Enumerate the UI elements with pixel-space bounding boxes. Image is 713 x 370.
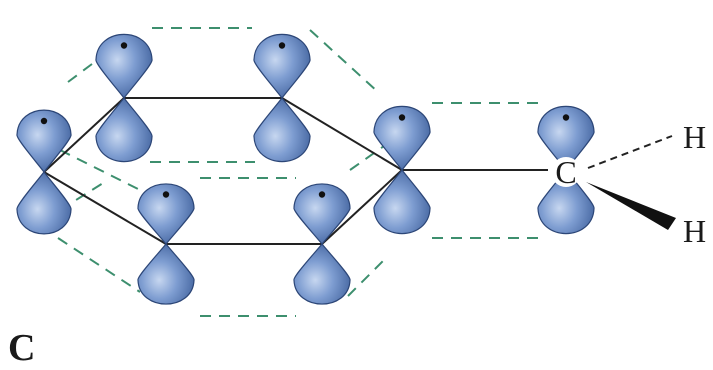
electron-dot: [398, 114, 406, 121]
electron-dot: [162, 191, 170, 198]
lower-orbital-lobe: [293, 243, 351, 305]
electron-dot: [40, 117, 48, 125]
carbon-atom-background: [551, 157, 581, 187]
hydrogen-top-label: H: [683, 119, 706, 155]
overlap-dash: [349, 145, 385, 171]
electron-dot: [562, 114, 570, 121]
p-orbital: [137, 183, 195, 305]
lower-orbital-lobe: [373, 169, 431, 235]
p-orbital: [537, 105, 595, 235]
lower-orbital-lobe: [95, 97, 153, 163]
dashed-ch-bond: [587, 135, 673, 169]
p-orbital: [373, 105, 431, 235]
upper-orbital-lobe: [137, 183, 195, 245]
ring-bond: [43, 171, 167, 245]
hydrogen-bottom-label: H: [683, 213, 706, 249]
upper-orbital-lobe: [95, 33, 153, 99]
wedge-ch-bond: [586, 182, 676, 230]
methylene-hydrogens: C H H: [551, 119, 706, 249]
lower-orbital-lobe: [137, 243, 195, 305]
overlap-dash: [67, 54, 105, 83]
upper-orbital-lobe: [293, 183, 351, 245]
lower-orbital-lobe: [16, 171, 72, 235]
upper-orbital-lobe: [373, 105, 431, 171]
p-orbitals: [16, 33, 595, 305]
overlap-dash: [309, 29, 379, 93]
electron-dot: [318, 191, 326, 198]
p-orbital: [293, 183, 351, 305]
sigma-bonds: [43, 97, 548, 245]
ring-bond: [43, 97, 125, 173]
p-orbital: [95, 33, 153, 163]
p-orbital: [16, 109, 72, 235]
overlap-dash: [347, 259, 385, 297]
upper-orbital-lobe: [537, 105, 595, 171]
carbon-atom-label: C: [555, 154, 576, 190]
upper-orbital-lobe: [16, 109, 72, 173]
lower-orbital-lobe: [253, 97, 311, 163]
electron-dot: [120, 42, 128, 49]
panel-label: C: [8, 327, 36, 369]
upper-orbital-lobe: [253, 33, 311, 99]
ring-bond: [281, 97, 403, 171]
ring-bond: [321, 169, 403, 245]
overlap-dash: [57, 237, 141, 293]
lower-orbital-lobe: [537, 169, 595, 235]
p-orbital: [253, 33, 311, 163]
electron-dot: [278, 42, 286, 49]
overlap-dash: [59, 149, 141, 191]
